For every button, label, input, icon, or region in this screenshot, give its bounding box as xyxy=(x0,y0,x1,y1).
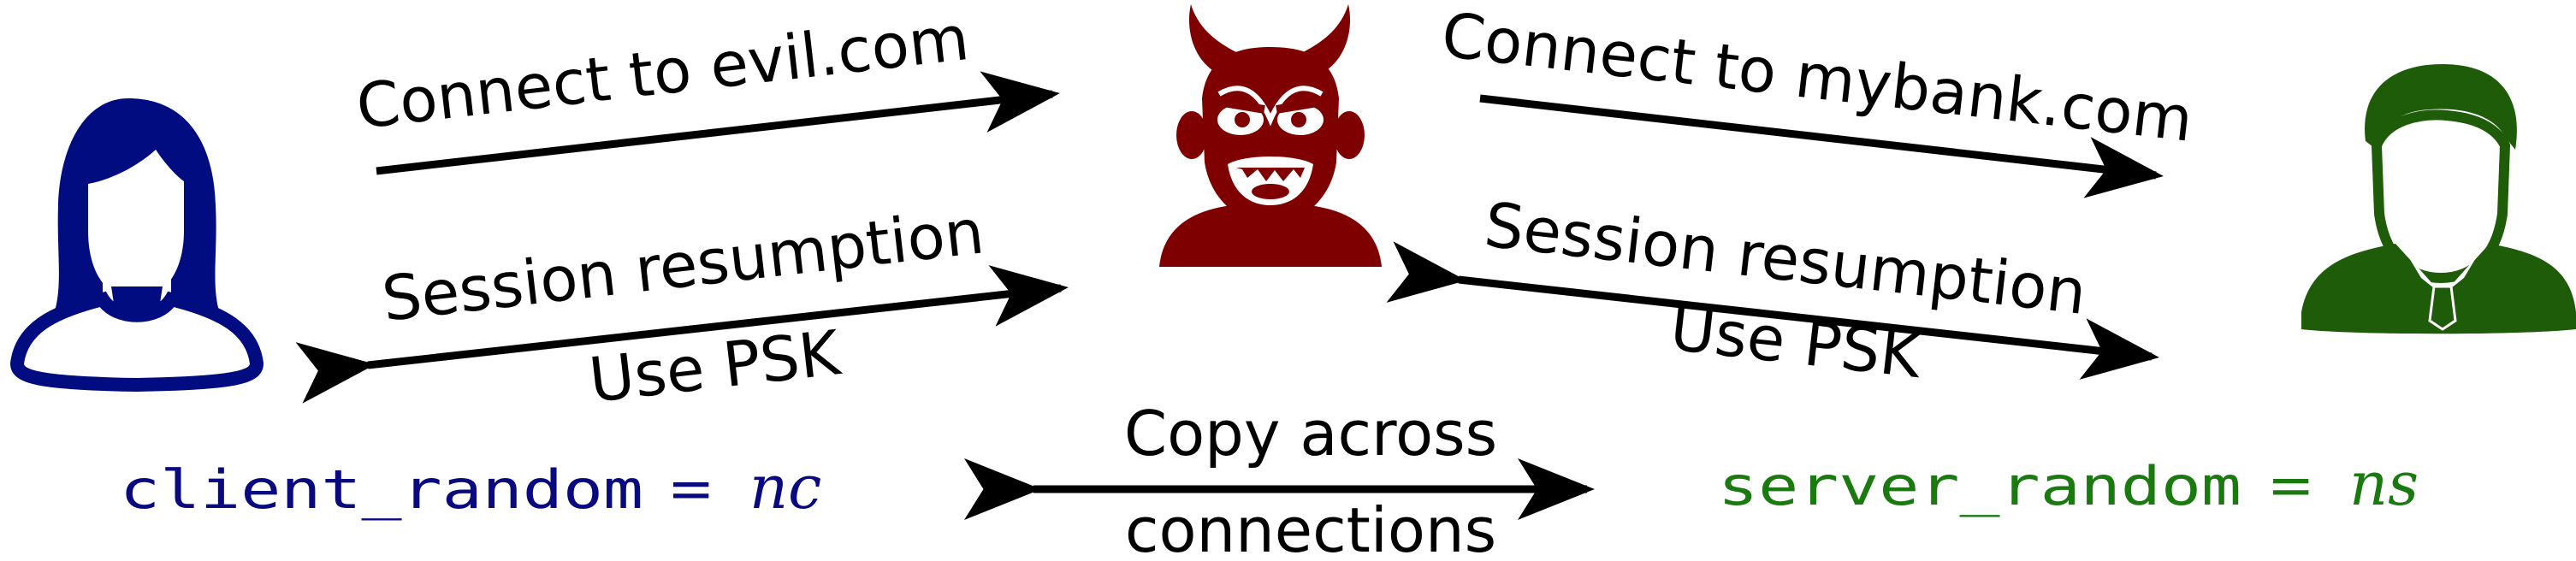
arrows xyxy=(295,71,2164,520)
client-random-name: client_random xyxy=(120,458,643,521)
label-connect-evil: Connect to evil.com xyxy=(352,2,972,143)
server-random-equation: server_random = ns xyxy=(1718,449,2419,519)
server-random-value: ns xyxy=(2349,449,2419,519)
label-psk-right: Use PSK xyxy=(1667,292,1926,392)
arrow-session-left xyxy=(295,265,1069,404)
label-connect-bank: Connect to mybank.com xyxy=(1438,0,2196,156)
server-random-name: server_random xyxy=(1718,455,2241,517)
arrow-attacker-to-server xyxy=(1479,94,2164,198)
server-random-equals: = xyxy=(2267,452,2314,518)
woman-user-icon xyxy=(9,98,264,393)
client-random-equals: = xyxy=(667,456,714,522)
arrow-client-to-attacker xyxy=(376,71,1060,175)
client-random-equation: client_random = nc xyxy=(120,452,821,523)
label-psk-left: Use PSK xyxy=(585,316,844,416)
businessman-user-icon xyxy=(2301,64,2576,334)
client-random-value: nc xyxy=(749,452,821,523)
label-copy-across: Copy across xyxy=(1124,398,1497,469)
devil-icon xyxy=(1159,4,1382,267)
label-session-left: Session resumption xyxy=(378,195,987,334)
label-connections: connections xyxy=(1125,494,1496,561)
arrow-session-right xyxy=(1386,241,2159,380)
